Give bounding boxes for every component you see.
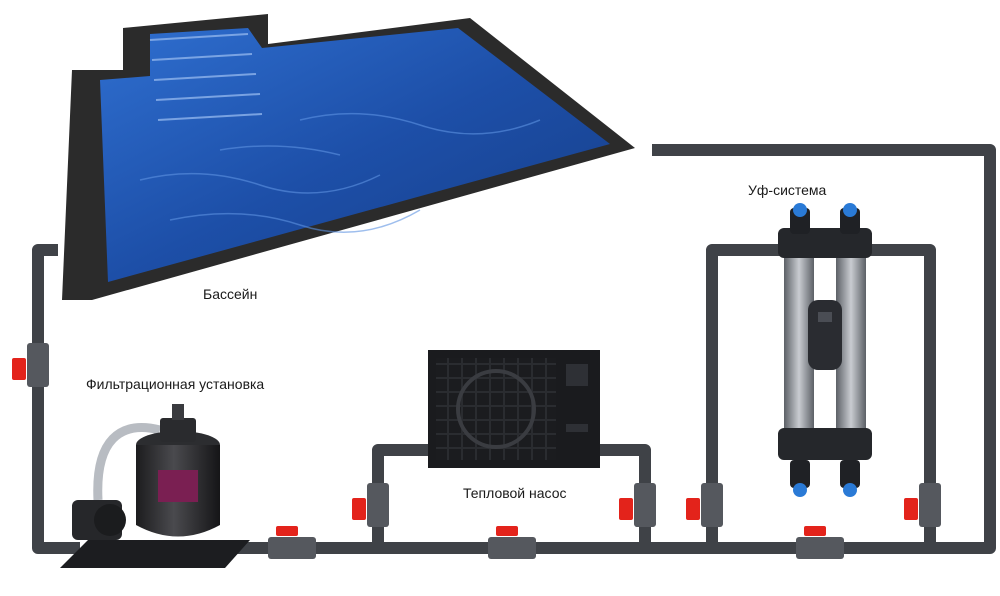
sand-filter-icon (60, 404, 250, 568)
valve-icon[interactable] (352, 483, 389, 527)
pipe-uv-loop (712, 250, 930, 548)
valve-icon[interactable] (904, 483, 941, 527)
valve-icon[interactable] (268, 526, 316, 559)
heat-pump-label: Тепловой насос (463, 485, 566, 501)
pool-icon (62, 14, 635, 300)
valve-icon[interactable] (796, 526, 844, 559)
heat-pump-display (566, 364, 588, 386)
heat-pump-icon (428, 350, 600, 468)
uv-sterilizer-icon (778, 203, 872, 497)
valve-icon[interactable] (12, 343, 49, 387)
valve-icon[interactable] (488, 526, 536, 559)
valve-icon[interactable] (686, 483, 723, 527)
uv-system-label: Уф-система (748, 182, 826, 198)
filter-label: Фильтрационная установка (86, 376, 264, 392)
filter-label (158, 470, 198, 502)
filter-base (60, 540, 250, 568)
uv-control-unit (808, 300, 842, 370)
valve-icon[interactable] (619, 483, 656, 527)
pool-label: Бассейн (203, 286, 257, 302)
pool-water (100, 28, 610, 282)
